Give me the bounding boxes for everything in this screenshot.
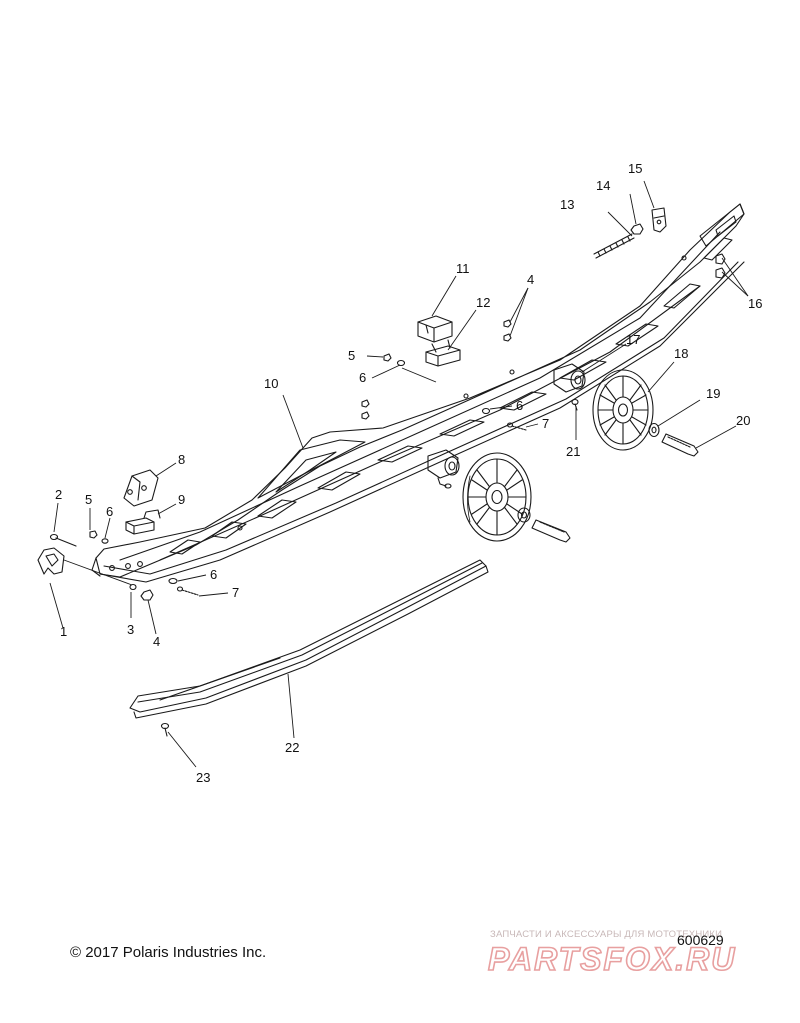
nut-14 [630,223,644,235]
nut-5-front [89,530,98,539]
nut-4-pair-a [361,399,370,408]
wheel-hub-cap-front [517,507,531,523]
callout-labels: 1 2 3 4 4 5 5 6 6 6 6 7 7 8 9 10 11 12 1… [55,161,762,785]
callout-14: 14 [596,178,610,193]
bracket-8 [123,469,159,507]
bolt-7-rear [506,422,527,431]
callout-22: 22 [285,740,299,755]
callout-19: 19 [706,386,720,401]
callout-7-front: 7 [232,585,239,600]
screw-2 [49,533,77,547]
callout-13: 13 [560,197,574,212]
callout-21: 21 [566,444,580,459]
spacer-17 [553,363,586,393]
washer-3 [129,583,137,591]
callout-3: 3 [127,622,134,637]
threaded-rod-13 [593,233,635,259]
screw-23 [160,722,170,737]
watermark-logo: PARTSFOX.RU [487,940,736,976]
leader-lines [49,180,749,768]
nut-5-mid [383,353,392,362]
callout-9: 9 [178,492,185,507]
toe-cap [37,547,65,575]
figure-number: 600629 [677,932,724,948]
nut-4-rear-b [503,333,512,342]
callout-8: 8 [178,452,185,467]
callout-23: 23 [196,770,210,785]
callout-18: 18 [674,346,688,361]
nut-4-front [140,589,154,601]
callout-6-mid: 6 [359,370,366,385]
callout-16: 16 [748,296,762,311]
nut-16-a [715,253,726,265]
callout-6-rear: 6 [516,398,523,413]
callout-17: 17 [626,332,640,347]
suspension-rail [91,203,745,583]
block-12 [425,339,461,367]
nut-16-b [715,267,726,279]
idler-wheel-front [462,452,532,542]
block-9 [125,509,161,535]
callout-6-front: 6 [106,504,113,519]
washer-6-lower [168,577,178,585]
copyright-notice: © 2017 Polaris Industries Inc. [70,944,267,961]
hub-cap-19 [648,422,660,438]
washer-6-front [101,538,109,544]
callout-5-mid: 5 [348,348,355,363]
callout-20: 20 [736,413,750,428]
watermark-tagline: ЗАПЧАСТИ И АКСЕССУАРЫ ДЛЯ МОТОТЕХНИКИ [490,929,723,940]
callout-4-rear: 4 [527,272,534,287]
bolt-21 [571,398,579,411]
bolt-20 [661,433,699,457]
nut-4-rear-a [503,319,512,328]
wheel-bolt-front [531,519,571,543]
callout-5-front: 5 [85,492,92,507]
callout-1: 1 [60,624,67,639]
callout-6-lower: 6 [210,567,217,582]
idler-wheel-18 [592,369,654,451]
callout-10: 10 [264,376,278,391]
washer-6-rear [481,407,491,415]
block-11 [417,315,453,343]
bolt-7-front [176,586,199,596]
bracket-15 [651,207,667,233]
nut-4-pair-b [361,411,370,420]
callout-2: 2 [55,487,62,502]
callout-15: 15 [628,161,642,176]
callout-11: 11 [456,261,470,276]
hyfax-slide [129,559,489,719]
wheel-spacer-front [427,449,460,489]
callout-4-front: 4 [153,634,160,649]
washer-6-mid [396,359,406,367]
callout-7-rear: 7 [542,416,549,431]
callout-12: 12 [476,295,490,310]
svg-text:PARTSFOX.RU: PARTSFOX.RU [488,941,736,976]
